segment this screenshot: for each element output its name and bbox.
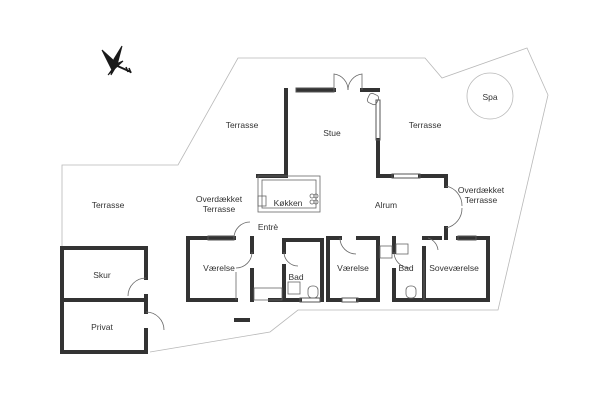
- skur-label: Skur: [93, 270, 111, 280]
- chair: [366, 92, 380, 106]
- vaerelse-left-label: Værelse: [203, 263, 235, 273]
- toilet-right: [405, 285, 417, 299]
- overdaekket-terrasse-right-label: Overdækket Terrasse: [457, 185, 505, 205]
- stue-label: Stue: [323, 128, 341, 138]
- entre-label: Entrè: [257, 222, 279, 232]
- toilet-left: [307, 285, 319, 299]
- compass-rose-icon: [101, 45, 132, 76]
- sink-left: [287, 281, 301, 295]
- fixtures: [235, 92, 425, 301]
- bad-right-label: Bad: [398, 263, 414, 273]
- walls: [60, 88, 490, 354]
- spa-label: Spa: [482, 92, 498, 102]
- sink-right: [395, 243, 409, 255]
- terrasse-middle-label: Terrasse: [225, 120, 259, 130]
- spa-circle: [466, 72, 514, 120]
- alrum-label: Alrum: [374, 200, 398, 210]
- terrasse-left-label: Terrasse: [91, 200, 125, 210]
- sink-middle: [379, 245, 393, 259]
- vaerelse-mid-label: Værelse: [337, 263, 369, 273]
- privat-label: Privat: [91, 322, 113, 332]
- koekken-label: Køkken: [273, 198, 303, 208]
- wardrobe: [253, 287, 283, 301]
- bad-left-label: Bad: [288, 272, 304, 282]
- overdaekket-terrasse-left-label: Overdækket Terrasse: [195, 194, 243, 214]
- terrasse-right-label: Terrasse: [408, 120, 442, 130]
- doors: [127, 73, 463, 331]
- sovevaerelse-label: Soveværelse: [429, 263, 479, 273]
- kitchen-counter: [257, 175, 321, 213]
- site-outline: [61, 47, 549, 353]
